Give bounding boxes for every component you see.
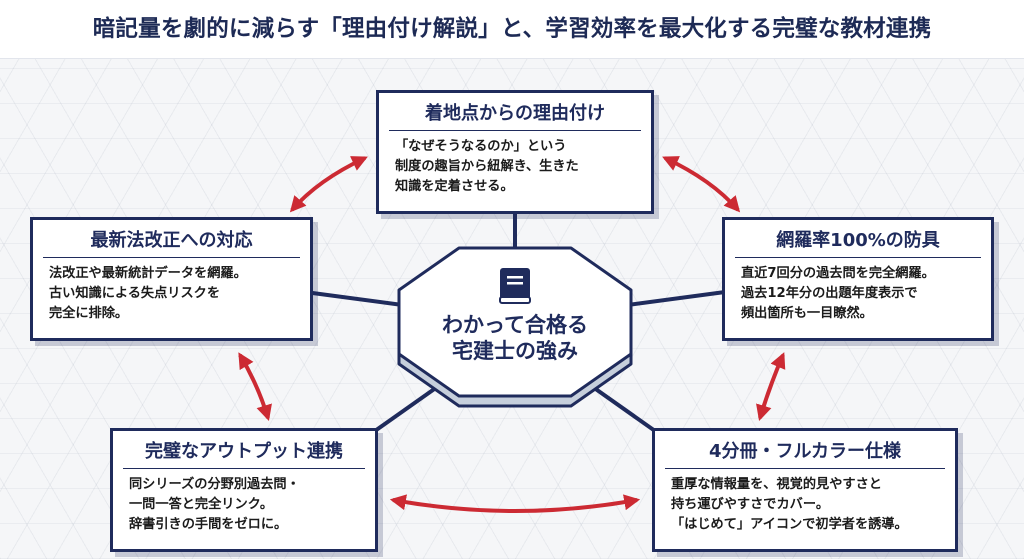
hub-label: わかって合格る 宅建士の強み <box>400 312 630 364</box>
arrow-top-right <box>662 156 741 213</box>
card-reasoning-line: 知識を定着させる。 <box>395 179 514 194</box>
card-reasoning-body: 「なぜそうなるのか」という 制度の趣旨から紐解き、生きた 知識を定着させる。 <box>379 131 651 197</box>
card-law-revision-body: 法改正や最新統計データを網羅。 古い知識による失点リスクを 完全に排除。 <box>33 258 310 324</box>
card-law-revision-line: 古い知識による失点リスクを <box>49 286 221 301</box>
card-law-revision: 最新法改正への対応 法改正や最新統計データを網羅。 古い知識による失点リスクを … <box>30 217 313 341</box>
card-output-link-line: 一問一答と完全リンク。 <box>129 497 274 512</box>
hub-label-line1: わかって合格る <box>442 313 588 337</box>
card-reasoning: 着地点からの理由付け 「なぜそうなるのか」という 制度の趣旨から紐解き、生きた … <box>376 90 654 214</box>
card-output-link: 完璧なアウトプット連携 同シリーズの分野別過去問・ 一問一答と完全リンク。 辞書… <box>110 428 378 552</box>
card-coverage-title: 網羅率100%の防具 <box>735 220 981 258</box>
card-output-link-line: 同シリーズの分野別過去問・ <box>129 477 300 492</box>
card-coverage: 網羅率100%の防具 直近7回分の過去問を完全網羅。 過去12年分の出題年度表示… <box>722 217 994 341</box>
arrow-left-bottom <box>238 352 272 422</box>
hub-label-line2: 宅建士の強み <box>452 339 578 363</box>
book-icon <box>499 268 531 304</box>
arrow-right-bottom <box>756 352 786 422</box>
card-output-link-line: 辞書引きの手間をゼロに。 <box>129 517 288 532</box>
spoke-left <box>304 290 411 308</box>
card-full-color-line: 重厚な情報量を、視覚的見やすさと <box>671 477 882 492</box>
arrow-left-top <box>289 156 368 213</box>
card-reasoning-line: 「なぜそうなるのか」という <box>395 139 567 154</box>
card-full-color-line: 持ち運びやすさでカバー。 <box>671 497 830 512</box>
card-output-link-body: 同シリーズの分野別過去問・ 一問一答と完全リンク。 辞書引きの手間をゼロに。 <box>113 469 375 535</box>
card-law-revision-title: 最新法改正への対応 <box>43 220 300 258</box>
card-law-revision-line: 完全に排除。 <box>49 306 129 321</box>
card-full-color: 4分冊・フルカラー仕様 重厚な情報量を、視覚的見やすさと 持ち運びやすさでカバー… <box>652 428 958 552</box>
card-coverage-line: 過去12年分の出題年度表示で <box>741 286 918 301</box>
card-coverage-line: 頻出箇所も一目瞭然。 <box>741 306 873 321</box>
card-law-revision-line: 法改正や最新統計データを網羅。 <box>49 266 247 281</box>
card-full-color-body: 重厚な情報量を、視覚的見やすさと 持ち運びやすさでカバー。 「はじめて」アイコン… <box>655 469 955 535</box>
card-reasoning-title: 着地点からの理由付け <box>389 93 641 131</box>
spoke-right <box>619 290 726 308</box>
card-coverage-body: 直近7回分の過去問を完全網羅。 過去12年分の出題年度表示で 頻出箇所も一目瞭然… <box>725 258 991 324</box>
card-coverage-line: 直近7回分の過去問を完全網羅。 <box>741 266 935 281</box>
arrow-bottom <box>389 494 641 513</box>
card-full-color-line: 「はじめて」アイコンで初学者を誘導。 <box>671 517 908 532</box>
card-full-color-title: 4分冊・フルカラー仕様 <box>665 431 945 469</box>
card-output-link-title: 完璧なアウトプット連携 <box>123 431 365 469</box>
hub-octagon <box>397 246 633 398</box>
card-reasoning-line: 制度の趣旨から紐解き、生きた <box>395 159 579 174</box>
page-title: 暗記量を劇的に減らす「理由付け解説」と、学習効率を最大化する完璧な教材連携 <box>0 0 1024 59</box>
